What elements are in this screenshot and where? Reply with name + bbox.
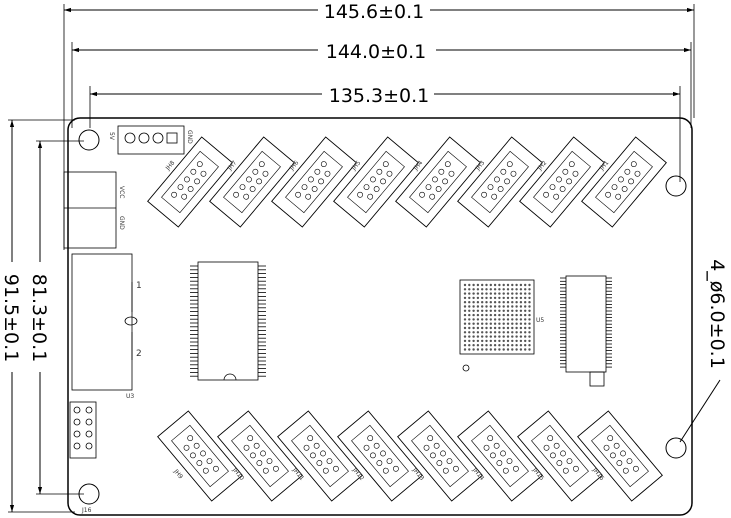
ic-chip-left: [197, 261, 259, 381]
mounting-hole-bottom-left: [78, 483, 100, 505]
board-outline: [67, 117, 693, 516]
label-j16: J16: [81, 507, 92, 514]
switch-label-2: 2: [136, 349, 142, 359]
dip-switch: [71, 253, 138, 391]
connector-jh7: JH7: [209, 136, 295, 228]
power-pin-gnd: GND: [118, 216, 125, 230]
power-header: [117, 125, 185, 155]
bga-chip: [459, 279, 535, 355]
power-label-gnd: GND: [186, 130, 193, 144]
power-pin-vcc: VCC: [118, 186, 125, 198]
config-header: [69, 401, 97, 459]
mounting-hole-top-left: [78, 129, 100, 151]
mounting-hole-bottom-right: [665, 437, 687, 459]
inner-width-label: 135.3±0.1: [329, 85, 430, 107]
mounting-holes: [78, 129, 687, 505]
mount-width-label: 144.0±0.1: [326, 41, 427, 63]
switch-label-1: 1: [136, 281, 142, 291]
power-terminal: [63, 171, 117, 249]
connector-jh8: JH8: [147, 136, 233, 228]
power-label-5v: 5V: [108, 132, 115, 141]
mount-height-label: 81.3±0.1: [28, 274, 50, 362]
label-u3: U3: [126, 393, 134, 400]
overall-height-label: 91.5±0.1: [0, 274, 22, 362]
overall-width-label: 145.6±0.1: [324, 1, 425, 23]
mounting-hole-top-right: [665, 175, 687, 197]
connector-jh5: JH5: [333, 136, 419, 228]
hole-diameter-label: 4_ø6.0±0.1: [706, 259, 728, 369]
label-u5: U5: [536, 317, 544, 324]
